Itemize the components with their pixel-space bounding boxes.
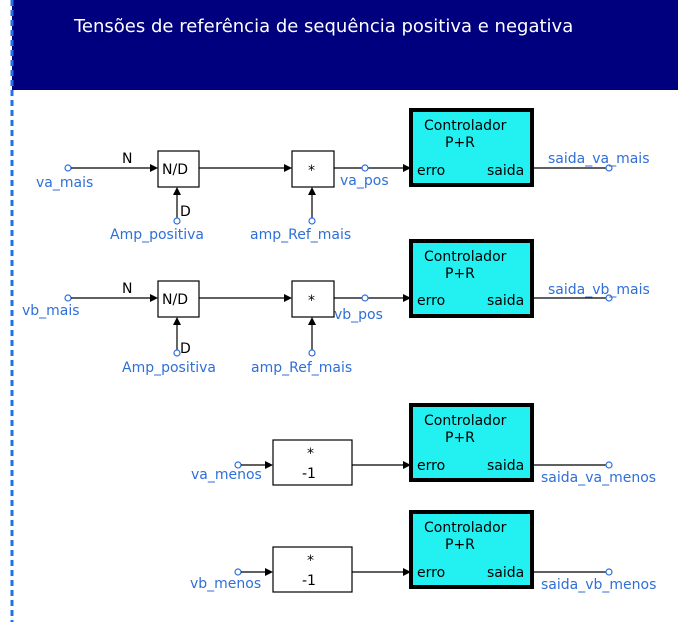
divider-label: N/D: [162, 292, 188, 308]
amp-label: Amp_positiva: [122, 360, 216, 376]
mid-port[interactable]: [361, 294, 369, 302]
mid-label: va_pos: [340, 173, 389, 189]
arrow-icon: [403, 164, 411, 172]
controller-input-label: erro: [417, 458, 445, 474]
output-label: saida_vb_menos: [541, 577, 656, 593]
amp-port[interactable]: [173, 349, 181, 357]
output-label: saida_va_menos: [541, 470, 656, 486]
denominator-label: D: [180, 341, 191, 357]
controller-subtitle: P+R: [445, 430, 475, 446]
multiplier-symbol: *: [307, 446, 314, 462]
output-port[interactable]: [605, 294, 613, 302]
controller-subtitle: P+R: [445, 537, 475, 553]
ref-port[interactable]: [308, 217, 316, 225]
output-label: saida_vb_mais: [548, 282, 650, 298]
row-vb-menos: vb_menos * -1 Controlador P+R erro saida…: [190, 510, 656, 593]
arrow-icon: [403, 461, 411, 469]
input-port[interactable]: [234, 568, 242, 576]
arrow-icon: [265, 568, 273, 576]
input-port[interactable]: [64, 164, 72, 172]
input-port[interactable]: [64, 294, 72, 302]
arrow-icon: [284, 294, 292, 302]
controller-output-label: saida: [487, 458, 524, 474]
input-label: vb_mais: [22, 303, 80, 319]
arrow-icon: [150, 164, 158, 172]
controller-input-label: erro: [417, 293, 445, 309]
controller-block[interactable]: [409, 108, 534, 187]
controller-title: Controlador: [424, 520, 507, 536]
controller-input-label: erro: [417, 565, 445, 581]
divider-label: N/D: [162, 162, 188, 178]
input-label: va_mais: [36, 175, 93, 191]
page-title: Tensões de referência de sequência posit…: [74, 16, 574, 37]
controller-output-label: saida: [487, 293, 524, 309]
gain-block[interactable]: [272, 546, 353, 593]
row-vb-mais: vb_mais N N/D D Amp_positiva * amp_Ref_m…: [22, 239, 650, 376]
numerator-label: N: [122, 281, 132, 297]
ref-label: amp_Ref_mais: [250, 227, 351, 243]
multiplier-block[interactable]: [291, 280, 335, 318]
numerator-label: N: [122, 151, 132, 167]
row-va-menos: va_menos * -1 Controlador P+R erro saida…: [191, 403, 656, 486]
output-port[interactable]: [605, 568, 613, 576]
amp-port[interactable]: [173, 217, 181, 225]
arrow-icon: [173, 317, 181, 325]
controller-subtitle: P+R: [445, 266, 475, 282]
controller-output-label: saida: [487, 565, 524, 581]
input-label: va_menos: [191, 467, 262, 483]
controller-output-label: saida: [487, 163, 524, 179]
amp-label: Amp_positiva: [110, 227, 204, 243]
arrow-icon: [284, 164, 292, 172]
ref-label: amp_Ref_mais: [251, 360, 352, 376]
row-va-mais: va_mais N N/D D Amp_positiva * amp_Ref_m…: [36, 108, 650, 243]
arrow-icon: [403, 294, 411, 302]
denominator-label: D: [180, 204, 191, 220]
multiplier-block[interactable]: [291, 150, 335, 188]
controller-title: Controlador: [424, 413, 507, 429]
output-port[interactable]: [605, 461, 613, 469]
multiplier-symbol: *: [308, 163, 315, 179]
output-port[interactable]: [605, 164, 613, 172]
arrow-icon: [265, 461, 273, 469]
mid-port[interactable]: [361, 164, 369, 172]
multiplier-symbol: *: [308, 293, 315, 309]
controller-block[interactable]: [409, 403, 534, 482]
controller-block[interactable]: [409, 239, 534, 318]
controller-title: Controlador: [424, 249, 507, 265]
gain-value: -1: [302, 466, 316, 482]
gain-value: -1: [302, 573, 316, 589]
arrow-icon: [403, 568, 411, 576]
divider-block[interactable]: [157, 280, 200, 318]
controller-block[interactable]: [409, 510, 534, 589]
arrow-icon: [308, 187, 316, 195]
arrow-icon: [173, 187, 181, 195]
multiplier-symbol: *: [307, 553, 314, 569]
arrow-icon: [308, 317, 316, 325]
divider-block[interactable]: [157, 150, 200, 188]
ref-port[interactable]: [308, 349, 316, 357]
gain-block[interactable]: [272, 439, 353, 486]
controller-subtitle: P+R: [445, 135, 475, 151]
controller-input-label: erro: [417, 163, 445, 179]
arrow-icon: [150, 294, 158, 302]
output-label: saida_va_mais: [548, 151, 650, 167]
input-label: vb_menos: [190, 576, 261, 592]
header-bar: Tensões de referência de sequência posit…: [12, 0, 678, 90]
mid-label: vb_pos: [334, 307, 383, 323]
controller-title: Controlador: [424, 118, 507, 134]
